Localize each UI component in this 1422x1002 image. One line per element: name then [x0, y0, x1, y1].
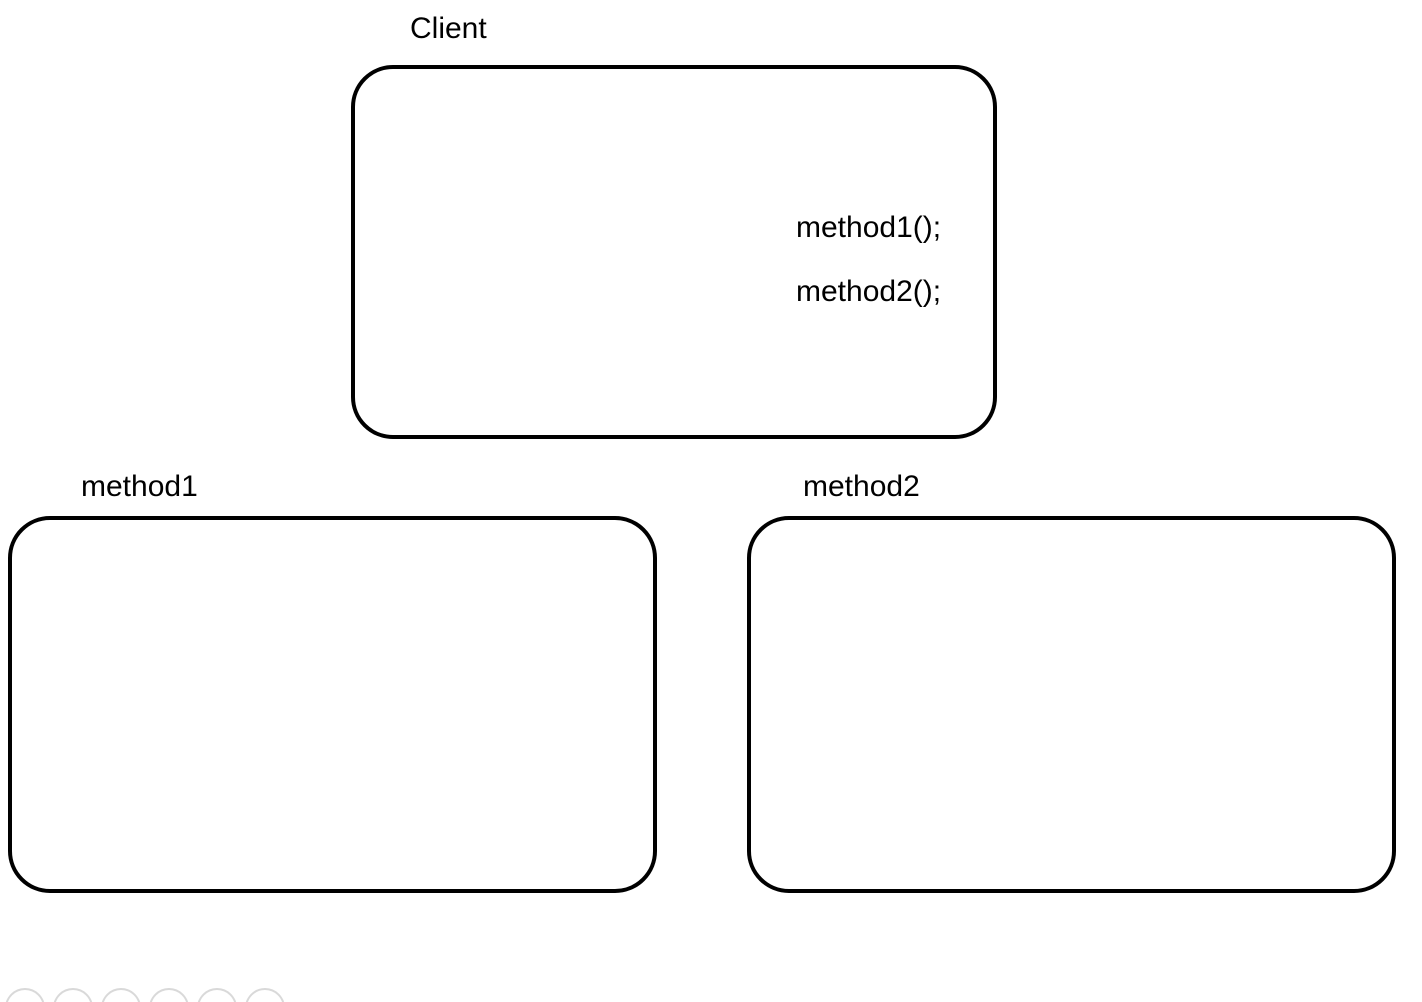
bottom-circle [245, 988, 285, 1002]
method2-caption: method2 [803, 470, 920, 503]
bottom-circle [5, 988, 45, 1002]
client-box[interactable]: method1(); method2(); [351, 65, 997, 439]
call-line-method1: method1(); [796, 211, 942, 244]
client-call-list: method1(); method2(); [796, 196, 941, 324]
bottom-circle-strip [0, 988, 330, 1002]
client-caption: Client [410, 12, 487, 45]
method2-box[interactable] [747, 516, 1396, 893]
bottom-circle [197, 988, 237, 1002]
method1-caption: method1 [81, 470, 198, 503]
call-line-method2: method2(); [796, 275, 942, 308]
method1-box[interactable] [8, 516, 657, 893]
bottom-circle [149, 988, 189, 1002]
bottom-circle [101, 988, 141, 1002]
bottom-circle [53, 988, 93, 1002]
